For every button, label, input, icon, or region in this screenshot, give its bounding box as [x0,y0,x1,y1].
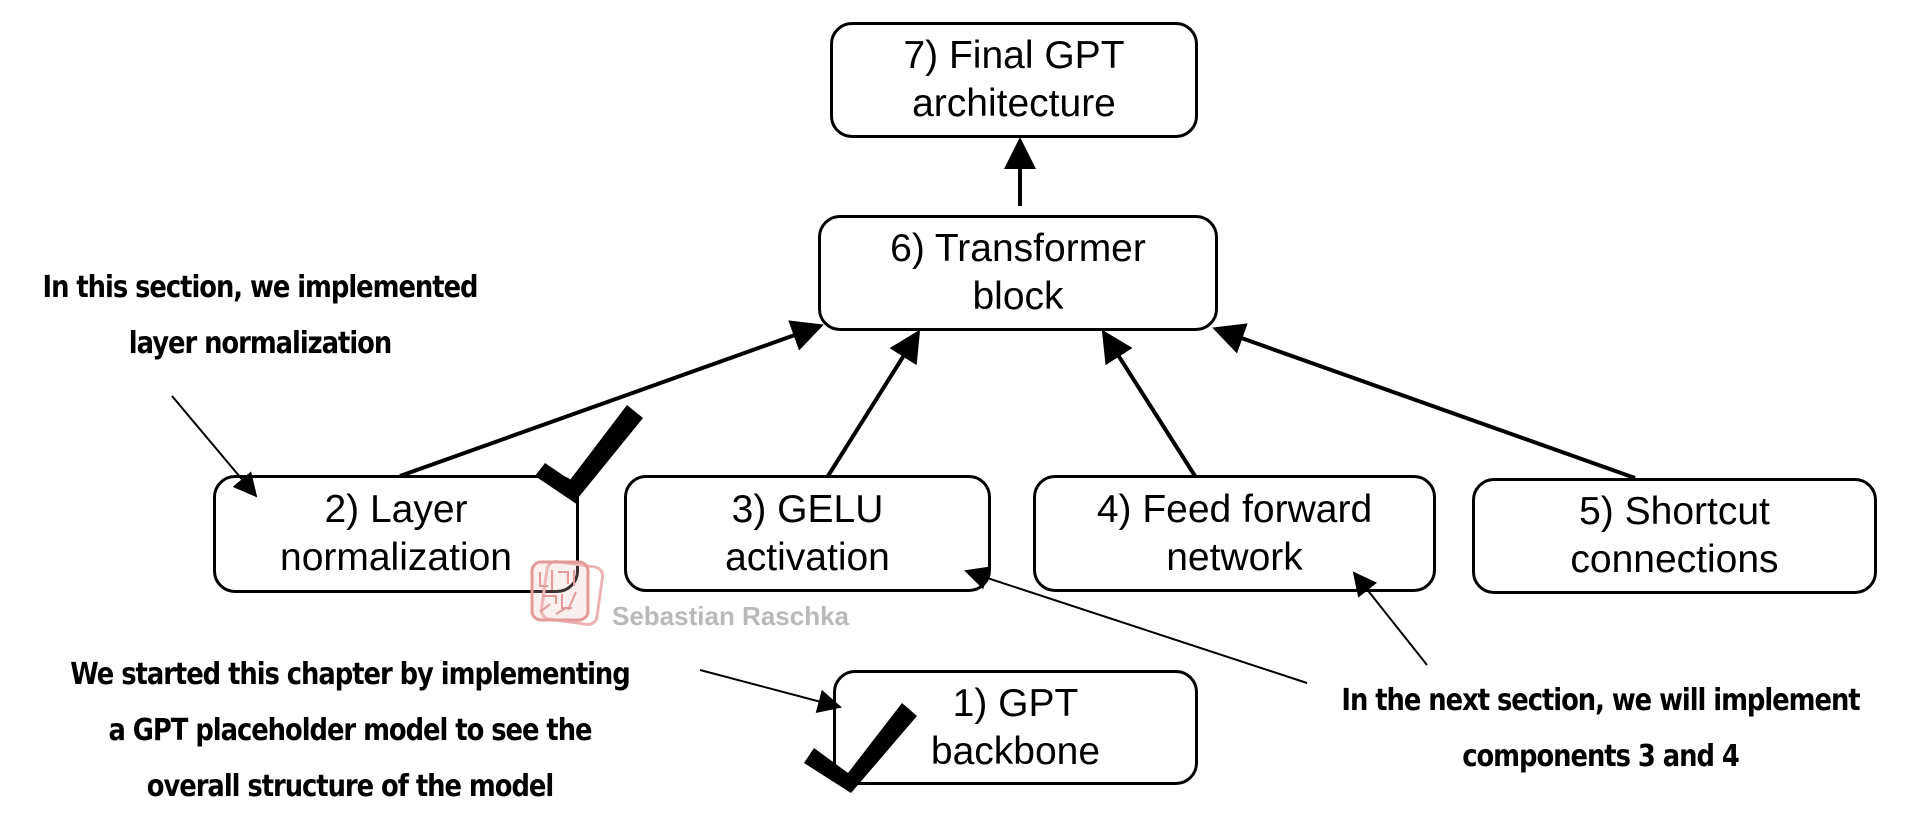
annotation-line: a GPT placeholder model to see the [108,713,592,748]
edge-3-to-6 [826,329,921,478]
edge-5-to-6 [1212,323,1636,480]
node-transformer-block: 6) Transformer block [818,215,1218,331]
node-layer-normalization: 2) Layer normalization [213,475,579,593]
node-label-line: 3) GELU [731,487,884,531]
edge-4-to-6 [1101,329,1197,478]
node-label-line: 6) Transformer [890,227,1146,270]
node-label-line: normalization [280,536,512,579]
node-label-line: network [1166,535,1303,579]
annotation-line: layer normalization [128,326,392,361]
node-shortcut-connections: 5) Shortcut connections [1472,478,1877,594]
annotation-line: We started this chapter by implementing [70,657,630,692]
node-feed-forward-network: 4) Feed forward network [1033,475,1436,592]
node-gelu-activation: 3) GELU activation [624,475,991,592]
annotation-line: In this section, we implemented [42,270,479,305]
node-label-line: 1) GPT [952,681,1079,725]
annotation-next-section-note: In the next section, we will implement c… [1333,673,1867,785]
node-label-line: 2) Layer [324,488,468,531]
annotation-gpt-backbone-note: We started this chapter by implementing … [49,647,651,815]
stamp-logo-icon [530,560,605,626]
node-label-line: 7) Final GPT [903,34,1125,77]
node-label-line: connections [1570,538,1779,581]
annotation-layer-norm-note: In this section, we implemented layer no… [36,260,483,372]
pointer-next-section-to-4 [1352,571,1428,666]
node-gpt-backbone: 1) GPT backbone [833,670,1198,785]
annotation-line: overall structure of the model [146,769,554,804]
edge-2-to-6 [399,320,824,478]
node-label-line: activation [725,535,890,579]
node-label-line: 4) Feed forward [1096,487,1373,531]
pointer-layer-norm-note [171,395,258,498]
node-label-line: 5) Shortcut [1579,490,1770,533]
node-label-line: architecture [912,82,1116,125]
pointer-gpt-backbone-note [699,669,842,713]
annotation-line: components 3 and 4 [1462,739,1740,774]
node-final-gpt-architecture: 7) Final GPT architecture [830,22,1198,138]
annotation-line: In the next section, we will implement [1341,683,1860,718]
node-label-line: block [972,275,1064,318]
pointer-next-section-to-3 [964,566,1308,684]
node-label-line: backbone [930,729,1101,773]
watermark-text: Sebastian Raschka [612,601,850,631]
